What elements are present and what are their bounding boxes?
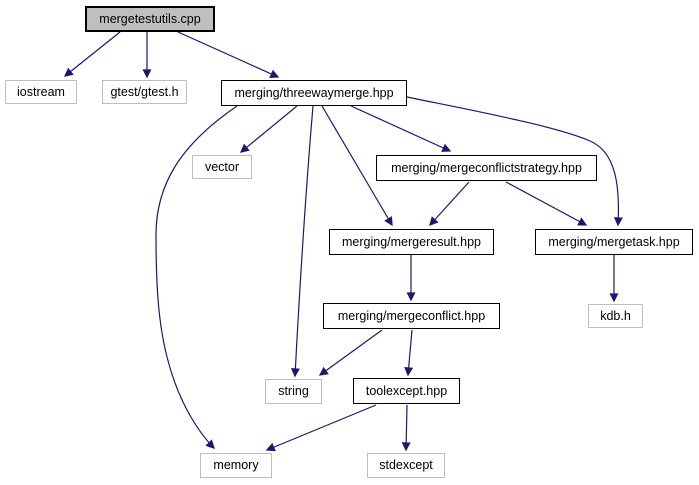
node-merging-mergeconflict-hpp[interactable]: merging/mergeconflict.hpp (323, 303, 500, 329)
edge-toolexcept-to-stdexcept (401, 404, 411, 452)
node-merging-mergetask-hpp[interactable]: merging/mergetask.hpp (535, 229, 693, 255)
edge-strategy-to-mergetask (505, 181, 588, 226)
edge-toolexcept-to-memory (265, 404, 377, 452)
node-merging-mergeconflictstrategy-hpp[interactable]: merging/mergeconflictstrategy.hpp (376, 155, 597, 181)
edge-mergetestutils-to-iostream (63, 31, 121, 77)
node-gtest-gtest-h: gtest/gtest.h (102, 80, 187, 104)
node-vector: vector (192, 155, 252, 179)
node-toolexcept-hpp[interactable]: toolexcept.hpp (353, 378, 460, 404)
edge-threewaymerge-to-memory (155, 105, 238, 449)
node-string: string (265, 379, 322, 404)
edge-threewaymerge-to-strategy (350, 105, 452, 152)
edge-mergeconflict-to-string (318, 329, 383, 376)
edge-threewaymerge-to-string (290, 105, 314, 378)
edge-threewaymerge-to-mergeresult (321, 105, 393, 227)
node-merging-threewaymerge-hpp[interactable]: merging/threewaymerge.hpp (221, 80, 407, 106)
edge-mergeconflict-to-toolexcept (404, 329, 414, 377)
edge-threewaymerge-to-mergetask (406, 96, 623, 227)
edge-threewaymerge-to-vector (239, 105, 298, 153)
node-mergetestutils-cpp: mergetestutils.cpp (85, 6, 215, 32)
node-memory: memory (200, 453, 272, 478)
node-stdexcept: stdexcept (367, 453, 445, 478)
node-iostream: iostream (5, 80, 77, 104)
node-kdb-h: kdb.h (588, 304, 643, 328)
node-merging-mergeresult-hpp[interactable]: merging/mergeresult.hpp (329, 229, 494, 255)
edge-mergetestutils-to-threewaymerge (177, 31, 280, 78)
edge-strategy-to-mergeresult (429, 181, 470, 226)
